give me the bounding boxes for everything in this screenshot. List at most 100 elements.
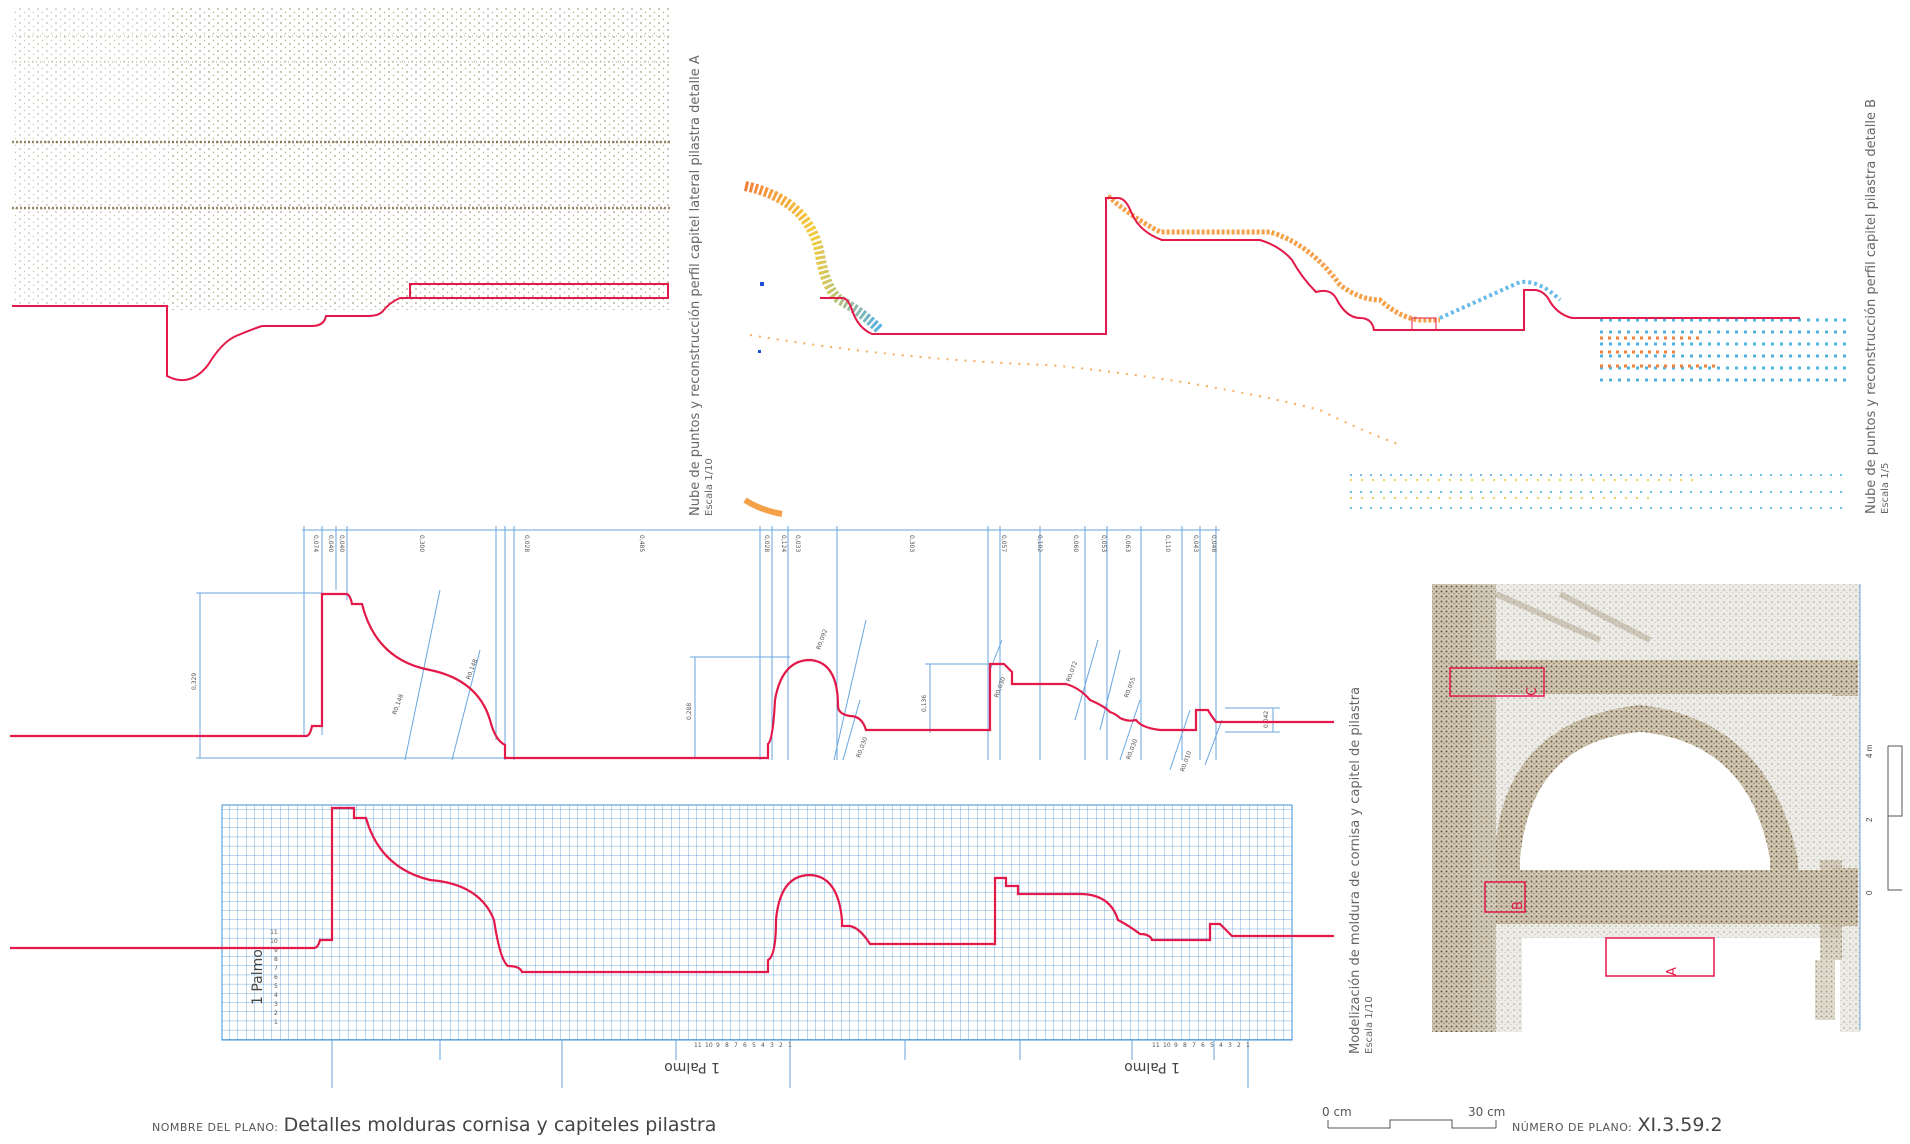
svg-text:11: 11 — [1152, 1042, 1160, 1049]
plan-name-label: NOMBRE DEL PLANO: — [152, 1121, 279, 1134]
dimensioned-profile — [10, 592, 1334, 760]
svg-text:3: 3 — [770, 1042, 774, 1049]
svg-text:4: 4 — [1219, 1042, 1223, 1049]
plan-name: NOMBRE DEL PLANO: Detalles molduras corn… — [152, 1114, 716, 1136]
svg-text:11: 11 — [270, 929, 278, 936]
svg-text:6: 6 — [1201, 1042, 1205, 1049]
elevation-marker-labels: C B A — [1511, 687, 1680, 976]
dim-text: 0,074 — [312, 535, 319, 552]
marker-label-a: A — [1665, 967, 1680, 976]
svg-text:5: 5 — [274, 983, 278, 990]
dimension-lines — [196, 526, 1280, 771]
plan-number: NÚMERO DE PLANO: XI.3.59.2 — [1512, 1114, 1723, 1136]
dim-text: 0,485 — [638, 535, 645, 552]
dim-text: R0,148 — [465, 658, 479, 681]
scale-tick-4: 4 m — [1865, 744, 1874, 758]
vertical-ticks: 1 2 3 4 5 6 7 8 9 10 11 — [270, 929, 278, 1026]
svg-text:3: 3 — [1228, 1042, 1232, 1049]
detail-b-point-cloud — [743, 181, 1850, 517]
dim-text: 0,053 — [1100, 535, 1107, 552]
dim-text: R0,072 — [1065, 660, 1079, 683]
dim-text: R0,092 — [815, 628, 829, 651]
dim-text: R0,148 — [391, 693, 405, 716]
svg-text:8: 8 — [1183, 1042, 1187, 1049]
elevation-scale-bar: 0 2 4 m — [1865, 744, 1903, 895]
palmo-label-bottom-1: 1 Palmo — [664, 1059, 720, 1075]
dim-text: 0,028 — [523, 535, 530, 552]
dim-text: 0,063 — [1124, 535, 1131, 552]
svg-text:5: 5 — [752, 1042, 756, 1049]
plan-number-label: NÚMERO DE PLANO: — [1512, 1121, 1633, 1134]
svg-text:1: 1 — [274, 1019, 278, 1026]
bottom-ticks-1: 1 2 3 4 5 6 7 8 9 10 11 — [694, 1042, 792, 1049]
elevation-markers — [1449, 667, 1715, 977]
scale-tick-2: 2 — [1865, 817, 1874, 822]
plan-number-value: XI.3.59.2 — [1637, 1114, 1723, 1136]
svg-text:9: 9 — [1174, 1042, 1178, 1049]
detail-a-point-cloud — [12, 8, 672, 395]
scale-tick-0: 0 — [1865, 890, 1874, 895]
dim-text: 0,040 — [327, 535, 334, 552]
svg-text:7: 7 — [734, 1042, 738, 1049]
model-title: Modelización de moldura de cornisa y cap… — [1348, 686, 1375, 1054]
svg-text:4: 4 — [761, 1042, 765, 1049]
svg-text:2: 2 — [274, 1010, 278, 1017]
svg-text:11: 11 — [694, 1042, 702, 1049]
svg-text:9: 9 — [274, 947, 278, 954]
svg-text:8: 8 — [725, 1042, 729, 1049]
svg-text:2: 2 — [1237, 1042, 1241, 1049]
top-dimension-texts: 0,074 0,040 0,040 0,300 0,028 0,485 0,02… — [312, 535, 1217, 552]
dim-text: 0,040 — [338, 535, 345, 552]
palmo-label-bottom-2: 1 Palmo — [1124, 1059, 1180, 1075]
svg-text:6: 6 — [274, 974, 278, 981]
elevation-point-cloud — [1432, 584, 1861, 1032]
svg-text:4: 4 — [274, 992, 278, 999]
svg-text:2: 2 — [779, 1042, 783, 1049]
scale-end-label: 30 cm — [1468, 1105, 1505, 1119]
dim-text: R0,010 — [1179, 750, 1193, 773]
detail-b-title: Nube de puntos y reconstrucción perfil c… — [1864, 98, 1891, 514]
dim-text: R0,030 — [855, 736, 869, 759]
svg-text:3: 3 — [274, 1001, 278, 1008]
svg-text:9: 9 — [716, 1042, 720, 1049]
plan-name-value: Detalles molduras cornisa y capiteles pi… — [283, 1114, 717, 1136]
svg-text:5: 5 — [1210, 1042, 1214, 1049]
detail-a-title: Nube de puntos y reconstrucción perfil c… — [688, 55, 715, 516]
bottom-ticks-2: 1 2 3 4 5 6 7 8 9 10 11 — [1152, 1042, 1250, 1049]
svg-text:1: 1 — [788, 1042, 792, 1049]
dim-text: 0,042 — [1263, 711, 1270, 728]
dim-text: 0,033 — [794, 535, 801, 552]
radius-texts: R0,148 R0,148 R0,092 R0,030 R0,030 R0,07… — [391, 628, 1193, 773]
scale-start-label: 0 cm — [1322, 1105, 1352, 1119]
footer-scale-bar: 0 cm 30 cm — [1322, 1105, 1505, 1129]
palmo-label-vertical: 1 Palmo — [250, 949, 266, 1005]
dim-text: 0,288 — [686, 703, 693, 720]
svg-text:8: 8 — [274, 956, 278, 963]
dim-text: 0,124 — [780, 535, 787, 552]
dim-text: 0,102 — [1036, 535, 1043, 552]
dim-text: 0,136 — [921, 695, 928, 712]
dim-text: 0,110 — [1164, 535, 1171, 552]
svg-text:10: 10 — [1163, 1042, 1171, 1049]
dim-text: 0,057 — [1000, 535, 1007, 552]
grid-profile — [10, 806, 1334, 974]
marker-label-c: C — [1525, 687, 1540, 696]
svg-text:6: 6 — [743, 1042, 747, 1049]
dim-text: 0,028 — [763, 535, 770, 552]
dim-text: 0,060 — [1072, 535, 1079, 552]
dim-text: 0,048 — [1210, 535, 1217, 552]
dim-text: R0,055 — [1123, 676, 1137, 699]
svg-text:7: 7 — [274, 965, 278, 972]
detail-b-profile — [820, 197, 1800, 335]
svg-text:10: 10 — [270, 938, 278, 945]
dim-text: R0,030 — [1125, 738, 1139, 761]
dim-text: 0,329 — [191, 673, 198, 690]
palmo-labels: 1 Palmo 1 Palmo 1 Palmo 1 2 3 4 5 6 7 8 … — [250, 929, 1250, 1075]
dim-text: 0,303 — [908, 535, 915, 552]
dim-text: 0,300 — [418, 535, 425, 552]
vertical-dimension-texts: 0,329 0,288 0,136 0,042 — [191, 673, 1270, 728]
svg-text:10: 10 — [705, 1042, 713, 1049]
marker-label-b: B — [1511, 901, 1526, 910]
svg-text:7: 7 — [1192, 1042, 1196, 1049]
